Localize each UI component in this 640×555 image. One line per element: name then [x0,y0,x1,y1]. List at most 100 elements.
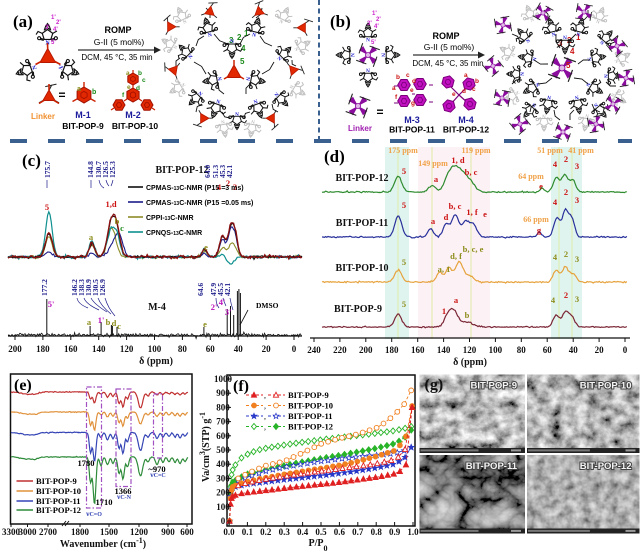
svg-text:2700: 2700 [39,527,58,537]
svg-text:e: e [539,181,543,191]
svg-text:(a): (a) [13,12,33,31]
svg-text:146.2: 146.2 [70,279,79,296]
svg-text:4: 4 [553,252,558,262]
svg-text:1500: 1500 [100,527,119,537]
svg-text:600: 600 [180,527,194,537]
svg-text:1': 1' [51,15,56,21]
svg-text:130.5: 130.5 [91,279,100,296]
svg-text:b, c: b, c [449,201,462,211]
svg-text:N: N [278,20,284,26]
svg-text:1.0: 1.0 [407,527,419,537]
svg-text:120: 120 [120,344,134,354]
svg-text:0.5: 0.5 [315,527,327,537]
svg-text:,: , [264,402,266,411]
svg-text:4: 4 [217,182,222,192]
svg-text:N: N [542,112,546,117]
svg-text:b: b [92,89,96,96]
svg-text:d: d [412,78,416,85]
svg-text:4': 4' [53,27,58,33]
svg-text:a, 1: a, 1 [438,264,451,274]
svg-text:N: N [56,64,63,71]
svg-text:b: b [115,216,120,226]
svg-text:N: N [521,72,526,76]
svg-text:N: N [563,34,567,40]
svg-text:N: N [182,20,188,26]
svg-text:300: 300 [216,473,230,483]
svg-text:149 ppm: 149 ppm [418,159,448,168]
svg-text:ROMP: ROMP [433,31,460,41]
svg-text:N: N [574,93,579,100]
svg-text:N: N [531,101,537,107]
svg-text:5': 5' [51,40,56,46]
svg-text:20: 20 [262,344,272,354]
svg-text:b: b [106,317,111,327]
svg-text:500: 500 [216,445,230,455]
svg-text:0.6: 0.6 [334,527,346,537]
svg-text:a: a [392,85,396,92]
svg-text:g: g [537,225,542,235]
svg-text:0.7: 0.7 [352,527,364,537]
svg-text:BIT-POP-12: BIT-POP-12 [156,165,209,176]
svg-text:100: 100 [489,345,503,355]
svg-text:1, f: 1, f [466,207,478,217]
svg-text:DCM, 45 °C, 35 min: DCM, 45 °C, 35 min [81,53,152,62]
svg-text:N: N [613,59,619,65]
svg-text:240: 240 [307,345,321,355]
svg-text:(d): (d) [324,147,345,166]
svg-text:Wavenumber (cm-1): Wavenumber (cm-1) [60,536,146,551]
svg-text:5: 5 [240,57,245,66]
svg-text:N: N [252,97,258,104]
svg-text:180: 180 [36,344,50,354]
svg-text:125.3: 125.3 [108,161,117,178]
svg-text:b: b [465,310,470,320]
svg-text:45.5: 45.5 [216,283,225,296]
svg-text:3300: 3300 [2,527,21,537]
svg-text:1': 1' [372,11,377,17]
svg-text:0.0: 0.0 [223,527,235,537]
svg-text:144.8: 144.8 [86,161,95,178]
svg-text:c: c [117,321,121,331]
svg-text:5: 5 [45,202,49,212]
svg-text:N: N [515,89,521,95]
svg-text:N: N [526,38,532,44]
svg-text:N: N [602,74,607,78]
svg-text:4': 4' [219,297,226,307]
svg-text:(f): (f) [233,378,249,395]
svg-text:d: d [462,88,466,95]
svg-text:42.1: 42.1 [223,283,232,296]
svg-text:2: 2 [226,178,230,188]
svg-text:BIT-POP-12: BIT-POP-12 [580,461,632,472]
svg-text:N: N [547,93,552,100]
svg-text:130.7: 130.7 [94,161,103,178]
svg-text:BIT-POP-10: BIT-POP-10 [580,381,632,392]
svg-text:5: 5 [402,257,406,267]
svg-text:f: f [122,92,125,99]
svg-text:130.9: 130.9 [84,279,93,296]
svg-text:100: 100 [148,344,162,354]
svg-text:N: N [530,18,535,24]
svg-text:4: 4 [553,159,558,169]
svg-text:c: c [406,72,410,79]
svg-text:DMSO: DMSO [256,301,279,310]
svg-text:BIT-POP-12: BIT-POP-12 [288,422,333,432]
svg-text:100: 100 [216,502,230,512]
svg-text:4: 4 [553,197,558,207]
svg-text:5: 5 [402,166,406,176]
svg-text:CPMAS-13C-NMR (P15 =0.05 ms): CPMAS-13C-NMR (P15 =0.05 ms) [146,200,253,207]
svg-text:e: e [204,242,208,252]
svg-text:3: 3 [229,36,234,45]
svg-text:b: b [396,74,400,81]
svg-text:BIT-POP-9: BIT-POP-9 [62,121,104,131]
svg-text:1780: 1780 [78,458,95,468]
svg-text:160: 160 [411,345,425,355]
svg-text:5: 5 [402,200,406,210]
svg-text:N: N [366,67,370,73]
svg-text:0.9: 0.9 [389,527,401,537]
svg-text:1: 1 [244,29,249,38]
svg-text:N: N [350,53,356,57]
svg-text:δ (ppm): δ (ppm) [139,356,173,367]
svg-text:120: 120 [463,345,477,355]
svg-text:BIT-POP-9: BIT-POP-9 [471,381,517,392]
svg-text:e: e [127,84,131,91]
svg-text:a: a [431,216,436,226]
